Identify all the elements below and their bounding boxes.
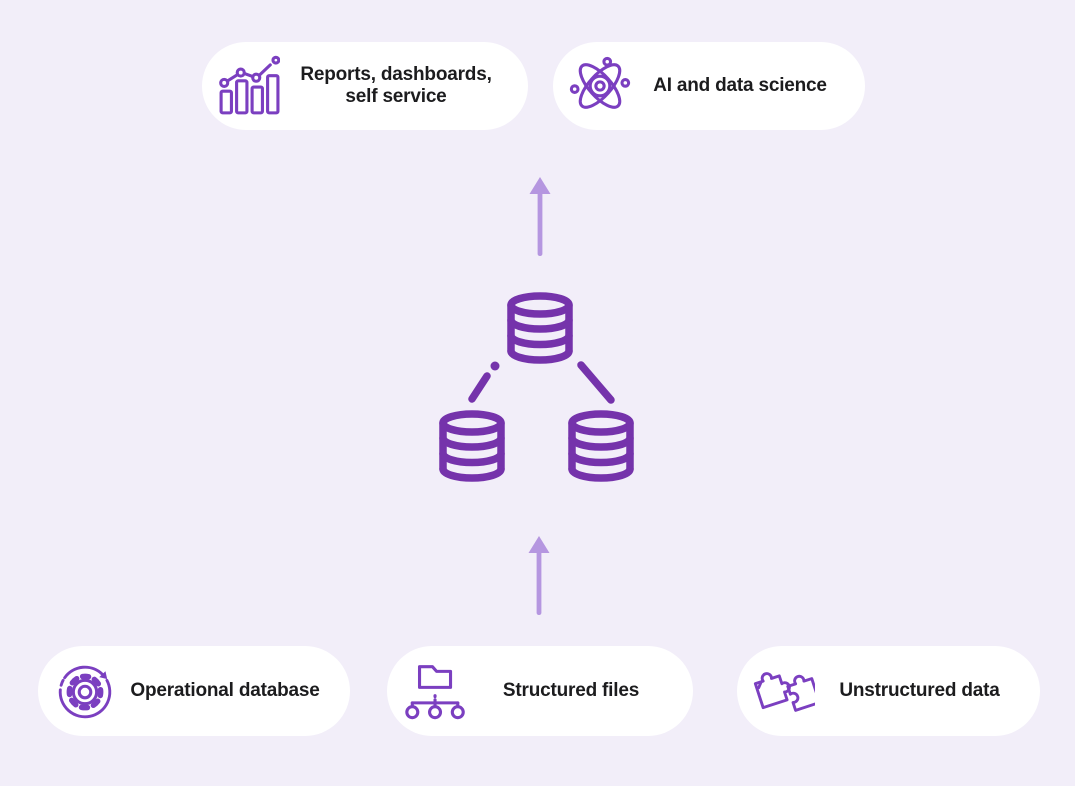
database-cluster-icon: [433, 288, 645, 492]
node-label-line: AI and data science: [653, 75, 827, 96]
node-label: Unstructured data: [815, 680, 1024, 702]
node-label-line: self service: [345, 86, 447, 107]
bar-chart-icon: [218, 55, 280, 117]
node-reports-dashboards: Reports, dashboards, self service: [202, 42, 528, 130]
node-ai-data-science: AI and data science: [553, 42, 865, 130]
up-arrow-icon: [529, 177, 551, 256]
node-label: Structured files: [465, 680, 677, 702]
node-structured-files: Structured files: [387, 646, 693, 736]
node-label-line: Reports, dashboards,: [300, 64, 492, 85]
up-arrow-icon: [528, 536, 550, 615]
node-label: Operational database: [116, 680, 334, 702]
node-label-line: Operational database: [130, 680, 320, 701]
gear-sync-icon: [54, 660, 116, 722]
node-label: Reports, dashboards, self service: [280, 64, 512, 108]
atom-icon: [569, 55, 631, 117]
node-operational-database: Operational database: [38, 646, 350, 736]
node-label-line: Structured files: [502, 680, 640, 701]
node-label-line: Unstructured data: [839, 680, 1000, 701]
node-label: AI and data science: [631, 75, 849, 97]
folder-tree-icon: [403, 660, 465, 722]
node-unstructured-data: Unstructured data: [737, 646, 1040, 736]
puzzle-pieces-icon: [753, 660, 815, 722]
